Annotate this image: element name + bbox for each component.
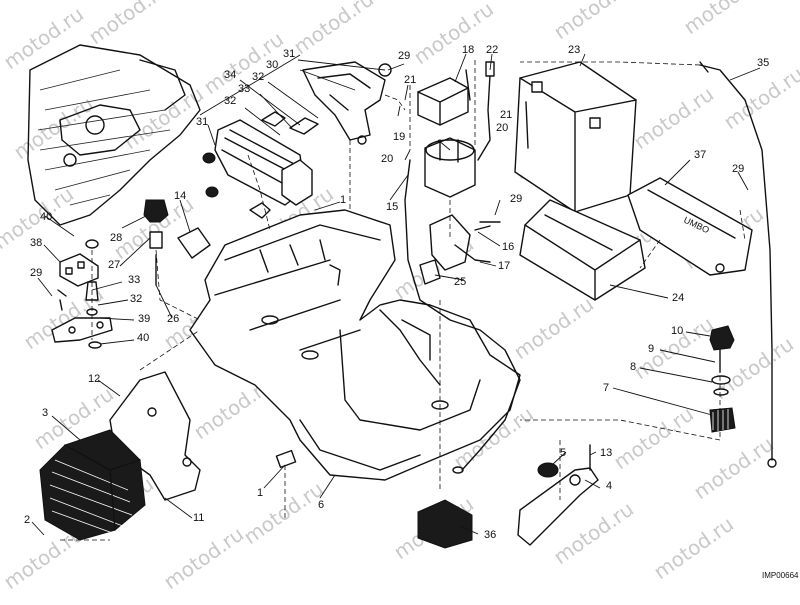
battery-box — [189, 209, 521, 481]
callout-37: 37 — [694, 149, 706, 161]
watermark-text: motod.ru — [609, 402, 698, 474]
callout-29: 29 — [398, 50, 410, 62]
callout-13: 13 — [600, 447, 612, 459]
callout-35: 35 — [757, 57, 769, 69]
callout-28: 28 — [110, 232, 122, 244]
watermark-text: motod.ru — [239, 477, 328, 549]
callout-23: 23 — [568, 44, 580, 56]
callout-25: 25 — [454, 276, 466, 288]
watermark-text: motod.ru — [409, 0, 498, 69]
callout-24: 24 — [672, 292, 684, 304]
control-unit — [202, 111, 319, 219]
callout-29: 29 — [30, 267, 42, 279]
callout-21: 21 — [404, 74, 416, 86]
callout-14: 14 — [174, 190, 186, 202]
callout-22: 22 — [486, 44, 498, 56]
callout-12: 12 — [88, 373, 100, 385]
callout-26: 26 — [167, 313, 179, 325]
left-small-parts — [51, 199, 211, 349]
latch-lever — [517, 444, 599, 546]
callout-20: 20 — [496, 122, 508, 134]
watermark-text: motod.ru — [719, 62, 800, 134]
starter-relay — [417, 61, 495, 198]
callout-34: 34 — [224, 69, 236, 81]
watermark-text: motod.ru — [509, 292, 598, 364]
callout-4: 4 — [606, 480, 612, 492]
callout-18: 18 — [462, 44, 474, 56]
callout-29: 29 — [510, 193, 522, 205]
watermark-text: motod.ru — [159, 522, 248, 594]
callout-5: 5 — [560, 447, 566, 459]
watermark-text: motod.ru — [689, 432, 778, 504]
callout-38: 38 — [30, 237, 42, 249]
callout-32: 32 — [224, 95, 236, 107]
callout-19: 19 — [393, 131, 405, 143]
callout-15: 15 — [386, 201, 398, 213]
callout-31: 31 — [283, 48, 295, 60]
rectifier — [39, 429, 146, 541]
callout-11: 11 — [193, 512, 204, 524]
watermark-text: motod.ru — [679, 0, 768, 39]
callout-2: 2 — [24, 514, 30, 526]
battery-cable — [699, 61, 777, 468]
battery-strap: UMBO — [627, 177, 753, 276]
callout-layer: 1123456789101112131415161718192020212122… — [24, 44, 769, 541]
callout-10: 10 — [671, 325, 683, 337]
callout-8: 8 — [630, 361, 636, 373]
watermark-text: motod.ru — [649, 512, 738, 584]
callout-9: 9 — [648, 343, 654, 355]
callout-36: 36 — [484, 529, 496, 541]
leader-lines — [31, 53, 761, 536]
battery-tray — [519, 199, 646, 301]
rubber-mount — [709, 325, 736, 433]
callout-39: 39 — [138, 313, 150, 325]
watermark-text: motod.ru — [84, 0, 173, 49]
callout-40: 40 — [40, 211, 52, 223]
callout-3: 3 — [42, 407, 48, 419]
fuse-holder — [419, 214, 501, 285]
drawing-code: IMP00664 — [762, 571, 799, 580]
callout-33: 33 — [238, 83, 250, 95]
callout-31: 31 — [196, 116, 208, 128]
watermark-text: motod.ru — [119, 82, 208, 154]
watermark-text: motod.ru — [289, 0, 378, 59]
bracket-36 — [417, 499, 473, 549]
callout-30: 30 — [266, 59, 278, 71]
callout-32: 32 — [130, 293, 142, 305]
watermark-text: motod.ru — [629, 312, 718, 384]
ground-cable — [404, 159, 521, 474]
callout-20: 20 — [381, 153, 393, 165]
callout-33: 33 — [128, 274, 140, 286]
callout-6: 6 — [318, 499, 324, 511]
watermark-text: motod.ru — [549, 0, 638, 44]
callout-17: 17 — [498, 260, 510, 272]
callout-40: 40 — [137, 332, 149, 344]
watermark-text: motod.ru — [629, 82, 718, 154]
callout-32: 32 — [252, 71, 264, 83]
callout-1: 1 — [340, 194, 346, 206]
callout-29: 29 — [732, 163, 744, 175]
battery — [514, 61, 637, 213]
callout-27: 27 — [108, 259, 120, 271]
callout-21: 21 — [500, 109, 512, 121]
assembly-lines — [60, 60, 746, 541]
callout-1: 1 — [257, 487, 263, 499]
callout-16: 16 — [502, 241, 514, 253]
frame-section — [27, 44, 201, 226]
callout-7: 7 — [603, 382, 609, 394]
upper-bracket — [302, 61, 392, 145]
